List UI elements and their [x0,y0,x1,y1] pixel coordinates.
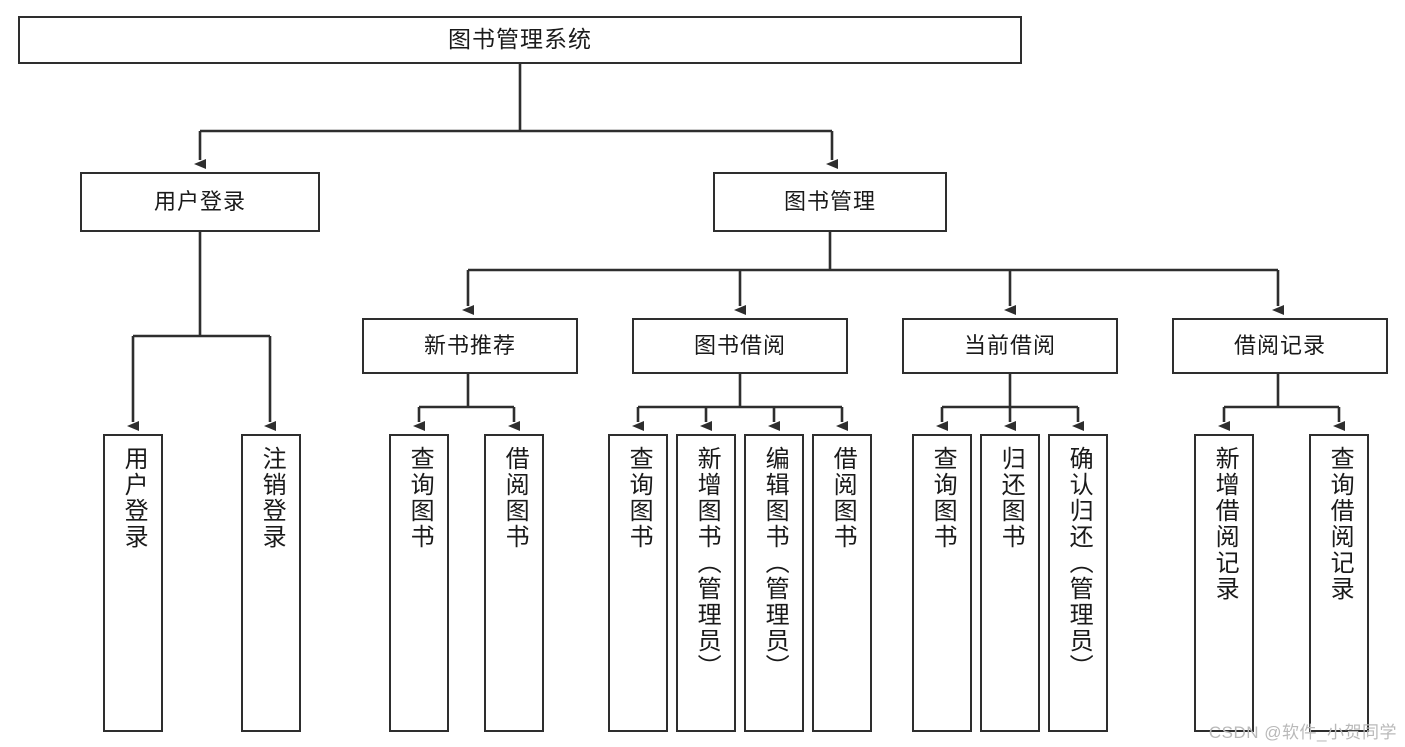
node-label: 借阅图书 [829,446,857,550]
node-label: 图书管理系统 [448,26,592,53]
node-label: 新增借阅记录 [1211,446,1239,602]
node-leaf-query-book-1[interactable]: 查询图书 [389,434,449,732]
node-label: 编辑图书（管理员） [761,446,789,680]
node-leaf-user-login[interactable]: 用户登录 [103,434,163,732]
node-label: 借阅记录 [1233,332,1326,358]
node-leaf-add-book-admin[interactable]: 新增图书（管理员） [676,434,736,732]
node-leaf-borrow-book-1[interactable]: 借阅图书 [484,434,544,732]
node-label: 借阅图书 [501,446,529,550]
node-leaf-borrow-book-2[interactable]: 借阅图书 [812,434,872,732]
node-label: 新书推荐 [423,332,516,358]
node-user-login[interactable]: 用户登录 [80,172,320,232]
node-label: 新增图书（管理员） [693,446,721,680]
node-new-book-recommend[interactable]: 新书推荐 [362,318,578,374]
node-leaf-add-borrow-record[interactable]: 新增借阅记录 [1194,434,1254,732]
node-label: 查询图书 [406,446,434,550]
node-root-system[interactable]: 图书管理系统 [18,16,1022,64]
node-book-management[interactable]: 图书管理 [713,172,947,232]
node-leaf-return-book[interactable]: 归还图书 [980,434,1040,732]
node-leaf-edit-book-admin[interactable]: 编辑图书（管理员） [744,434,804,732]
node-leaf-logout-login[interactable]: 注销登录 [241,434,301,732]
node-leaf-query-book-2[interactable]: 查询图书 [608,434,668,732]
node-book-borrow[interactable]: 图书借阅 [632,318,848,374]
node-label: 确认归还（管理员） [1065,446,1093,680]
node-leaf-query-book-3[interactable]: 查询图书 [912,434,972,732]
node-leaf-query-borrow-record[interactable]: 查询借阅记录 [1309,434,1369,732]
node-label: 归还图书 [997,446,1025,550]
node-label: 查询图书 [929,446,957,550]
node-label: 图书借阅 [693,332,786,358]
node-label: 图书管理 [783,188,876,214]
node-borrow-record[interactable]: 借阅记录 [1172,318,1388,374]
node-label: 用户登录 [153,188,246,214]
node-label: 用户登录 [120,446,148,550]
node-label: 查询图书 [625,446,653,550]
node-label: 查询借阅记录 [1326,446,1354,602]
node-leaf-confirm-return-admin[interactable]: 确认归还（管理员） [1048,434,1108,732]
watermark-text: CSDN @软件_小贺同学 [1208,723,1397,742]
node-current-borrow[interactable]: 当前借阅 [902,318,1118,374]
node-label: 当前借阅 [963,332,1056,358]
node-label: 注销登录 [258,446,286,550]
